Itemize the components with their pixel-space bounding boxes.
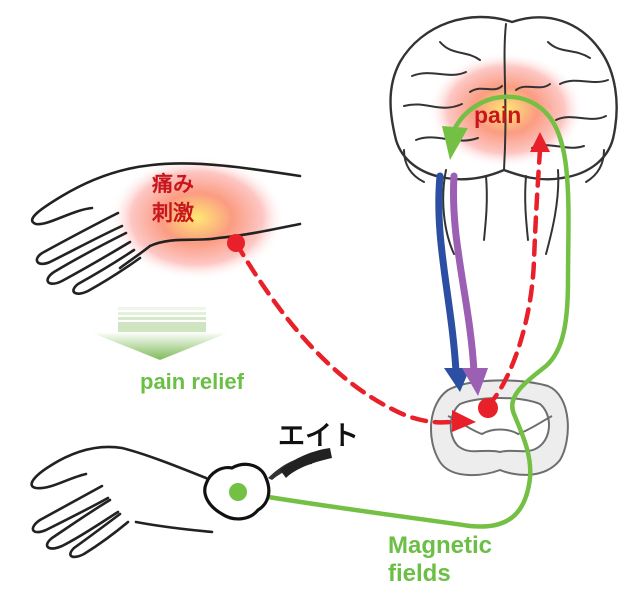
magnetic-fields-label: Magnetic fields <box>388 532 492 587</box>
pain-relief-label: pain relief <box>140 369 244 394</box>
stimulus-label: 刺激 <box>152 203 194 224</box>
pain-relief-arrow-icon <box>90 307 230 360</box>
device-icon <box>205 448 332 519</box>
spinal-synapse-point <box>478 398 498 418</box>
stimulus-point <box>227 234 245 252</box>
device-center-point <box>229 483 247 501</box>
brain-pain-label: pain <box>474 104 521 127</box>
stimulus-label-pain: 痛み <box>152 174 194 195</box>
brain-icon <box>391 17 617 254</box>
spinal-cord-icon <box>431 380 568 475</box>
descending-pathways <box>439 176 488 396</box>
device-name-label: エイト <box>278 414 359 453</box>
lower-hand-icon <box>32 447 212 557</box>
